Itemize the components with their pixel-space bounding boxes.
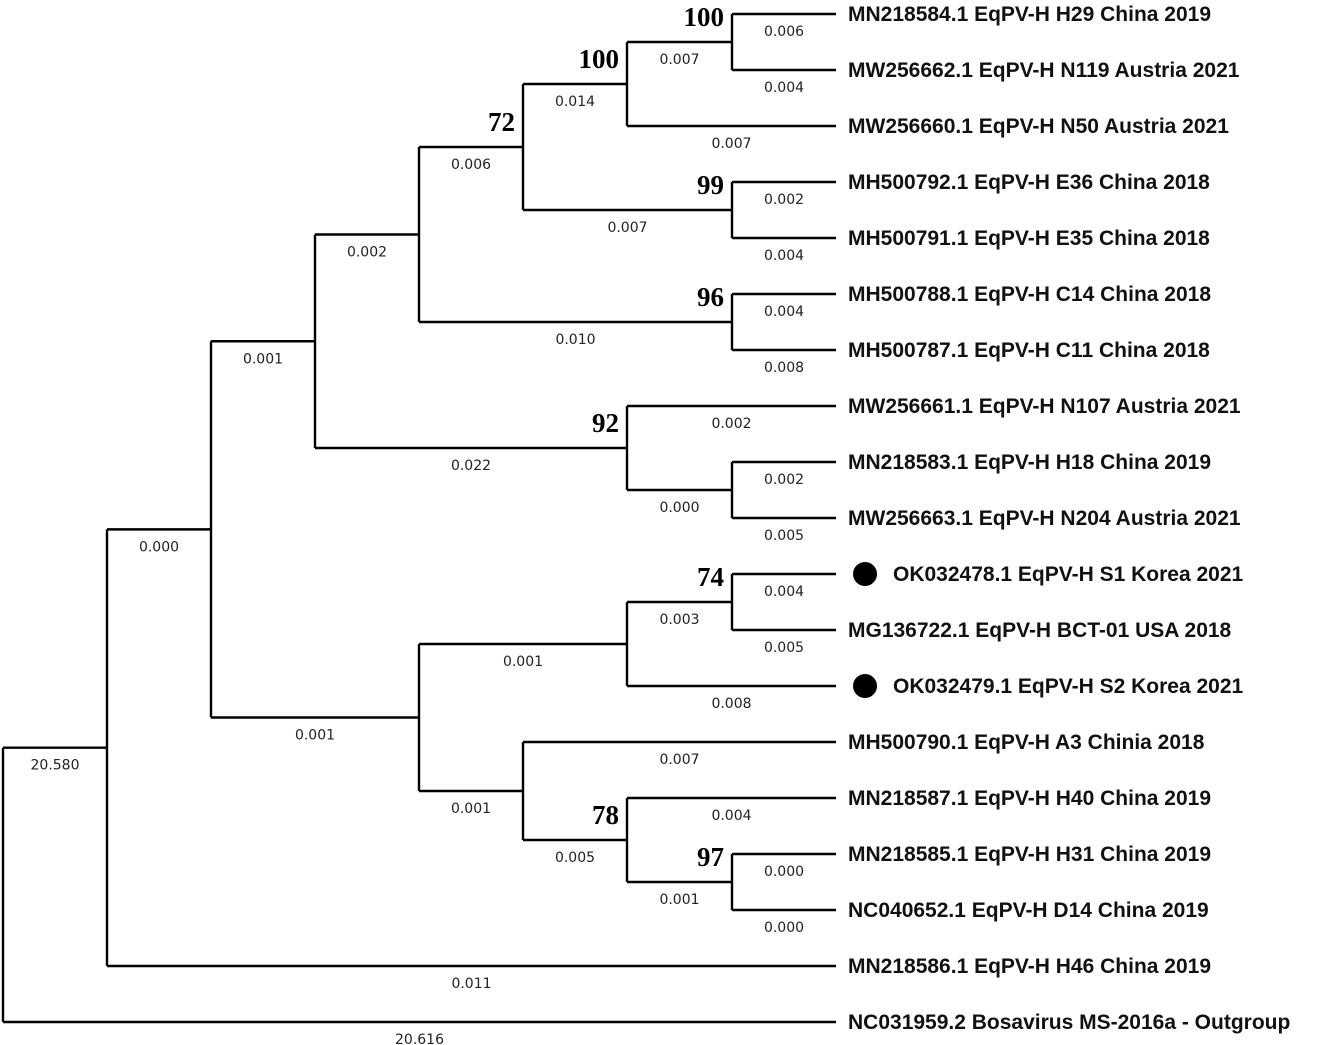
branch-length-label: 0.004 xyxy=(711,808,751,824)
taxon-label: MH500790.1 EqPV-H A3 Chinia 2018 xyxy=(848,731,1205,754)
branch-length-label: 0.002 xyxy=(711,416,751,432)
taxon-label: MH500791.1 EqPV-H E35 China 2018 xyxy=(848,227,1210,250)
branch-length-label: 0.011 xyxy=(451,976,491,992)
taxon-label: NC031959.2 Bosavirus MS-2016a - Outgroup xyxy=(848,1011,1290,1034)
bootstrap-value: 96 xyxy=(697,282,724,312)
branch-length-label: 0.006 xyxy=(764,24,804,40)
branch-length-label: 0.004 xyxy=(764,304,804,320)
branch-length-label: 0.000 xyxy=(764,920,804,936)
branch-length-label: 0.000 xyxy=(764,864,804,880)
bootstrap-value: 78 xyxy=(592,800,619,830)
branch-length-label: 0.006 xyxy=(451,157,491,173)
taxon-label: MN218585.1 EqPV-H H31 China 2019 xyxy=(848,843,1211,866)
branch-length-label: 0.004 xyxy=(764,584,804,600)
branch-length-label: 0.004 xyxy=(764,80,804,96)
taxon-label: MG136722.1 EqPV-H BCT-01 USA 2018 xyxy=(848,619,1232,642)
taxon-label: MH500792.1 EqPV-H E36 China 2018 xyxy=(848,171,1210,194)
branch-length-label: 0.003 xyxy=(659,612,699,628)
branch-length-label: 0.014 xyxy=(555,94,595,110)
bootstrap-value: 100 xyxy=(684,2,725,32)
bootstrap-value: 99 xyxy=(697,170,724,200)
branch-length-label: 20.580 xyxy=(31,758,80,774)
taxon-label: MW256663.1 EqPV-H N204 Austria 2021 xyxy=(848,507,1241,530)
branch-length-label: 0.001 xyxy=(295,728,335,744)
branch-length-label: 0.005 xyxy=(764,528,804,544)
korea-sample-marker-icon xyxy=(853,674,877,698)
branch-length-label: 0.001 xyxy=(243,351,283,367)
branch-length-label: 0.007 xyxy=(659,52,699,68)
bootstrap-value: 92 xyxy=(592,408,619,438)
taxon-label: MW256662.1 EqPV-H N119 Austria 2021 xyxy=(848,59,1240,82)
branch-length-label: 0.007 xyxy=(659,752,699,768)
korea-sample-marker-icon xyxy=(853,562,877,586)
taxon-label: OK032479.1 EqPV-H S2 Korea 2021 xyxy=(893,675,1244,698)
taxon-label: MH500788.1 EqPV-H C14 China 2018 xyxy=(848,283,1211,306)
branch-length-label: 0.007 xyxy=(607,220,647,236)
branch-length-label: 0.001 xyxy=(451,801,491,817)
branch-length-label: 0.002 xyxy=(764,192,804,208)
taxon-label: MN218586.1 EqPV-H H46 China 2019 xyxy=(848,955,1211,978)
branch-length-label: 0.022 xyxy=(451,458,491,474)
taxon-label: MH500787.1 EqPV-H C11 China 2018 xyxy=(848,339,1210,362)
taxon-label: MW256661.1 EqPV-H N107 Austria 2021 xyxy=(848,395,1241,418)
bootstrap-value: 72 xyxy=(488,107,515,137)
bootstrap-value: 97 xyxy=(697,842,724,872)
branch-length-label: 0.004 xyxy=(764,248,804,264)
branch-length-label: 0.005 xyxy=(555,850,595,866)
branch-length-label: 0.010 xyxy=(555,332,595,348)
branch-length-label: 0.008 xyxy=(764,360,804,376)
bootstrap-value: 100 xyxy=(579,44,620,74)
taxon-label: MN218583.1 EqPV-H H18 China 2019 xyxy=(848,451,1211,474)
taxon-label: MN218584.1 EqPV-H H29 China 2019 xyxy=(848,3,1211,26)
branch-length-label: 0.002 xyxy=(347,245,387,261)
branch-length-label: 0.008 xyxy=(711,696,751,712)
taxon-label: OK032478.1 EqPV-H S1 Korea 2021 xyxy=(893,563,1244,586)
taxon-label: MN218587.1 EqPV-H H40 China 2019 xyxy=(848,787,1211,810)
branch-length-label: 0.000 xyxy=(659,500,699,516)
branch-length-label: 0.000 xyxy=(139,539,179,555)
taxon-label: MW256660.1 EqPV-H N50 Austria 2021 xyxy=(848,115,1229,138)
taxon-label: NC040652.1 EqPV-H D14 China 2019 xyxy=(848,899,1209,922)
branch-length-label: 0.001 xyxy=(503,654,543,670)
bootstrap-value: 74 xyxy=(697,562,724,592)
branch-length-label: 0.005 xyxy=(764,640,804,656)
branch-length-label: 0.002 xyxy=(764,472,804,488)
branch-length-label: 0.001 xyxy=(659,892,699,908)
branch-length-label: 20.616 xyxy=(395,1032,444,1045)
branch-length-label: 0.007 xyxy=(711,136,751,152)
